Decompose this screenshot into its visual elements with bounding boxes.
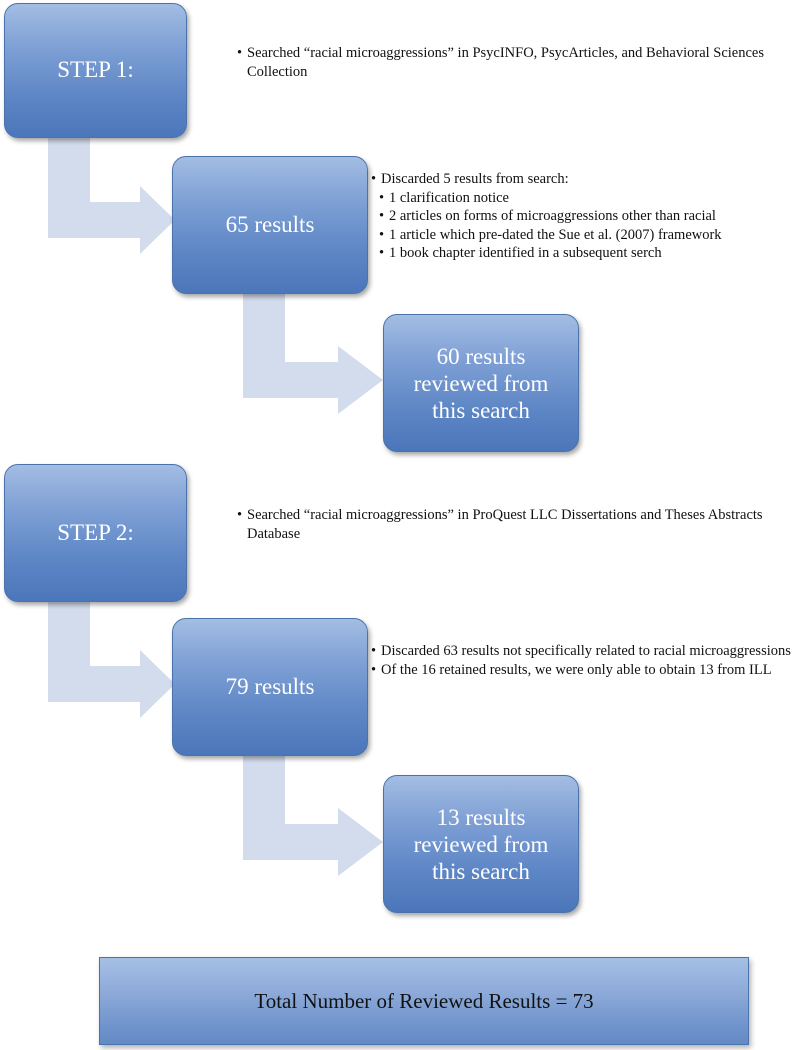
step1-reviewed-label: 60 results reviewed from this search xyxy=(413,343,549,423)
total-box: Total Number of Reviewed Results = 73 xyxy=(99,957,749,1045)
step1-discard-notes: Discarded 5 results from search: 1 clari… xyxy=(371,170,809,263)
step1-results-label: 65 results xyxy=(225,211,315,237)
step1-search-note-text: Searched “racial microaggressions” in Ps… xyxy=(237,44,809,81)
step1-box: STEP 1: xyxy=(4,3,187,138)
step1-discard-note: Discarded 5 results from search: xyxy=(371,170,809,189)
step1-title: STEP 1: xyxy=(57,57,134,83)
step2-results-label: 79 results xyxy=(225,673,315,699)
arrow-65-to-60 xyxy=(243,292,383,414)
arrow-79-to-13 xyxy=(243,756,383,876)
step1-discard-note: 2 articles on forms of microaggressions … xyxy=(371,207,809,226)
step1-discard-note: 1 clarification notice xyxy=(371,189,809,208)
step1-reviewed-box: 60 results reviewed from this search xyxy=(383,314,579,452)
step1-results-box: 65 results xyxy=(172,156,368,294)
step2-title: STEP 2: xyxy=(57,519,134,545)
step1-discard-note: 1 article which pre-dated the Sue et al.… xyxy=(371,226,809,245)
step2-results-box: 79 results xyxy=(172,618,368,756)
step2-search-note-text: Searched “racial microaggressions” in Pr… xyxy=(237,506,809,543)
step2-box: STEP 2: xyxy=(4,464,187,602)
step1-search-note: Searched “racial microaggressions” in Ps… xyxy=(237,44,809,81)
step2-search-note: Searched “racial microaggressions” in Pr… xyxy=(237,506,809,543)
arrow-step2-to-79 xyxy=(48,602,175,718)
total-label: Total Number of Reviewed Results = 73 xyxy=(254,988,594,1013)
step1-discard-note: 1 book chapter identified in a subsequen… xyxy=(371,244,809,263)
step2-discard-note: Discarded 63 results not specifically re… xyxy=(371,642,791,661)
step2-discard-note: Of the 16 retained results, we were only… xyxy=(371,661,791,680)
step2-reviewed-box: 13 results reviewed from this search xyxy=(383,775,579,913)
step2-discard-notes: Discarded 63 results not specifically re… xyxy=(371,642,791,679)
step2-reviewed-label: 13 results reviewed from this search xyxy=(413,804,549,884)
arrow-step1-to-65 xyxy=(48,124,175,254)
